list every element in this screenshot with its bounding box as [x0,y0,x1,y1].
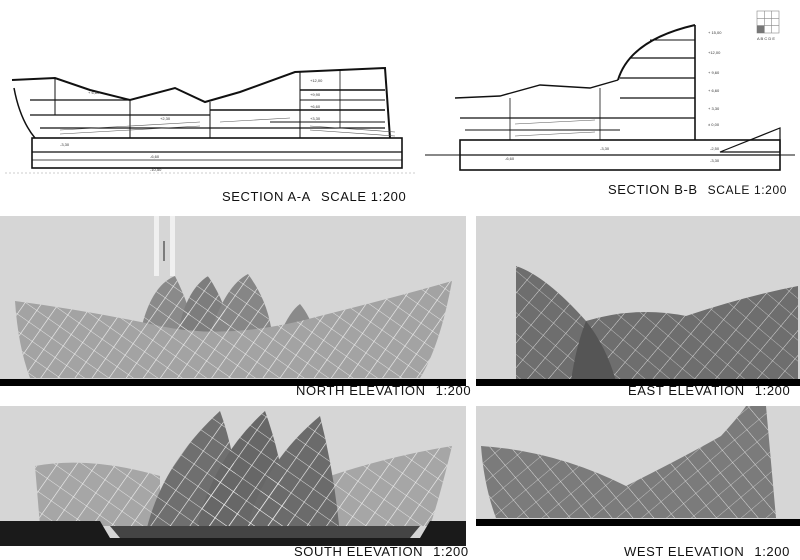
section-a-a-scale: SCALE 1:200 [320,189,407,204]
svg-text:-2,50: -2,50 [710,146,720,151]
west-elevation-scale: 1:200 [754,544,790,559]
south-elevation-scale: 1:200 [433,544,469,559]
key-plan-icon: A B C D E [756,10,780,41]
east-elevation-scale: 1:200 [754,383,791,398]
svg-text:-3,30: -3,30 [710,158,720,163]
north-elevation-scale: 1:200 [435,383,472,398]
section-b-b-caption: SECTION B-B SCALE 1:200 [608,182,787,197]
svg-text:-3,30: -3,30 [600,146,610,151]
south-elevation-svg [0,411,466,546]
svg-text:+ 6,60: + 6,60 [708,88,720,93]
east-elevation-panel [476,216,800,386]
north-elevation-caption: NORTH ELEVATION 1:200 [296,383,471,398]
south-elevation-label: SOUTH ELEVATION [294,544,424,559]
north-elevation-label: NORTH ELEVATION [296,383,426,398]
south-elevation-panel [0,406,466,546]
svg-text:+3,30: +3,30 [310,116,321,121]
svg-text:+12,00: +12,00 [310,78,323,83]
svg-text:-10,50: -10,50 [150,167,162,172]
south-elevation-caption: SOUTH ELEVATION 1:200 [294,544,469,559]
west-elevation-panel [476,406,800,526]
svg-text:+ 6,60: + 6,60 [88,90,100,95]
svg-text:+9,90: +9,90 [310,92,321,97]
section-a-a-label: SECTION A-A [222,189,311,204]
svg-text:-6,60: -6,60 [150,154,160,159]
svg-text:+ 15,00: + 15,00 [708,30,722,35]
section-b-b-drawing: A B C D E + 15,00 +12,00 + 9,60 + 6,60 +… [420,0,800,180]
section-a-a-svg: + 6,60 +2,30 +12,00 +9,90 +6,60 +3,30 -3… [5,66,415,174]
section-b-b-svg: A B C D E + 15,00 +12,00 + 9,60 + 6,60 +… [425,10,795,171]
svg-text:+12,00: +12,00 [708,50,721,55]
svg-text:± 0,00: ± 0,00 [708,122,720,127]
east-elevation-label: EAST ELEVATION [628,383,745,398]
north-elevation-panel [0,216,466,386]
svg-text:+ 3,30: + 3,30 [708,106,720,111]
svg-text:-3,30: -3,30 [60,142,70,147]
east-elevation-caption: EAST ELEVATION 1:200 [628,383,790,398]
svg-text:A B C D E: A B C D E [757,36,775,41]
section-b-b-label: SECTION B-B [608,182,698,197]
west-elevation-caption: WEST ELEVATION 1:200 [624,544,790,559]
svg-text:+6,60: +6,60 [310,104,321,109]
section-a-a-caption: SECTION A-A SCALE 1:200 [222,189,406,204]
west-elevation-svg [476,406,800,526]
north-elevation-svg [0,216,466,386]
svg-text:-6,60: -6,60 [505,156,515,161]
section-a-a-drawing: + 6,60 +2,30 +12,00 +9,90 +6,60 +3,30 -3… [0,60,420,185]
east-elevation-svg [476,266,800,386]
section-b-b-scale: SCALE 1:200 [707,183,787,197]
west-elevation-label: WEST ELEVATION [624,544,745,559]
svg-text:+2,30: +2,30 [160,116,171,121]
svg-text:+ 9,60: + 9,60 [708,70,720,75]
